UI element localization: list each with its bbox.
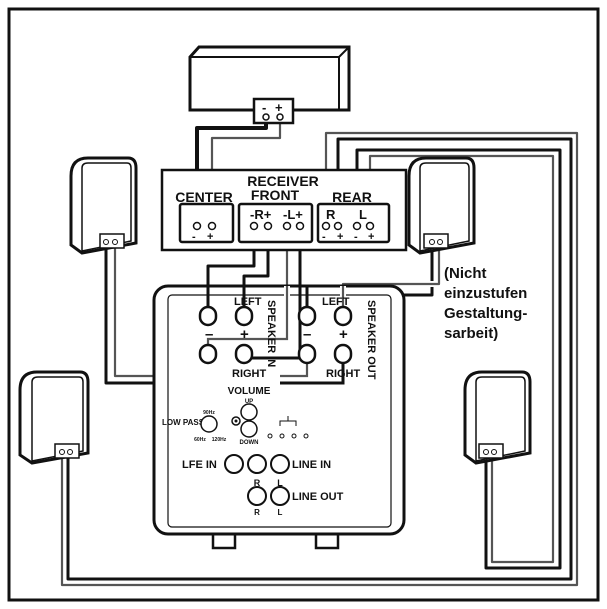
center-speaker-plus: + [275, 100, 283, 115]
line-out-l-jack[interactable] [270, 486, 290, 506]
receiver-front-r: -R+ [250, 207, 272, 222]
note-line1: (Nicht [444, 265, 487, 282]
note-line2: einzustufen [444, 285, 527, 302]
wire-rear-l-plus [368, 154, 555, 564]
volume-label: VOLUME [228, 386, 271, 397]
line-out-r-label: R [254, 508, 260, 517]
wire-rear-r-minus [60, 131, 579, 587]
volume-up-label: UP [245, 399, 253, 405]
receiver-rear-l: L [359, 207, 367, 222]
front-right-speaker [407, 156, 476, 255]
speaker-out-right-plus [333, 343, 353, 365]
speaker-out-left-label: LEFT [322, 296, 350, 308]
rear-right-speaker [463, 370, 532, 465]
speaker-in-right-label: RIGHT [232, 368, 267, 380]
receiver-center-terminal [178, 202, 235, 244]
receiver-rear-terminal [316, 202, 391, 244]
wire-rear-r-plus [66, 137, 573, 581]
note-line3: Gestaltung- [444, 305, 527, 322]
center-speaker [188, 45, 351, 125]
note-line4: sarbeit) [444, 325, 498, 342]
low-pass-60-label: 60Hz [194, 437, 206, 443]
receiver-rear-minus-l: - [354, 231, 358, 243]
receiver-title: RECEIVER [247, 173, 319, 189]
line-in-l-jack[interactable] [270, 454, 290, 474]
speaker-out-left-minus [297, 305, 317, 327]
speaker-out-left-plus [333, 305, 353, 327]
volume-down-knob[interactable] [240, 420, 258, 438]
volume-up-knob[interactable] [240, 403, 258, 421]
speaker-in-right-plus [234, 343, 254, 365]
line-in-label: LINE IN [292, 459, 331, 471]
speaker-in-label: SPEAKER IN [265, 300, 277, 367]
low-pass-90-label: 90Hz [203, 410, 215, 416]
line-in-r-label: R [254, 478, 261, 488]
low-pass-knob[interactable] [200, 415, 218, 433]
receiver-front-label: FRONT [251, 187, 300, 203]
speaker-in-left-label: LEFT [234, 296, 262, 308]
speaker-out-right-minus [297, 343, 317, 365]
speaker-out-plus-label: + [339, 326, 348, 343]
speaker-in-left-minus [198, 305, 218, 327]
volume-down-label: DOWN [240, 440, 259, 446]
line-out-l-label: L [278, 508, 283, 517]
speaker-out-label: SPEAKER OUT [365, 300, 377, 380]
receiver-rear-r: R [326, 207, 336, 222]
line-out-label: LINE OUT [292, 491, 344, 503]
speaker-in-left-plus [234, 305, 254, 327]
speaker-in-plus-label: + [240, 326, 249, 343]
line-in-r-jack[interactable] [247, 454, 267, 474]
lfe-in-jack[interactable] [224, 454, 244, 474]
center-speaker-minus: - [262, 100, 266, 115]
receiver-rear-plus-r: + [337, 231, 343, 243]
receiver-center-plus: + [207, 231, 213, 243]
speaker-out-minus-label: – [303, 326, 311, 343]
low-pass-label: LOW PASS [162, 418, 205, 427]
receiver-rear-plus-l: + [368, 231, 374, 243]
receiver-front-terminal [237, 202, 314, 244]
speaker-terminals [198, 305, 353, 365]
center-speaker-terminal [252, 97, 295, 125]
receiver-center-minus: - [192, 231, 196, 243]
receiver-rear-minus: - [322, 231, 326, 243]
line-in-l-label: L [277, 478, 283, 488]
wire-rear-l-minus [355, 148, 562, 570]
speaker-out-right-label: RIGHT [326, 368, 361, 380]
dip-switch-block [267, 416, 309, 439]
receiver-rear-label: REAR [332, 189, 372, 205]
receiver-center-label: CENTER [175, 189, 233, 205]
rear-left-speaker [18, 370, 90, 465]
receiver-panel [160, 168, 408, 252]
line-out-r-jack[interactable] [247, 486, 267, 506]
front-left-speaker [69, 156, 138, 255]
receiver-front-l: -L+ [283, 207, 303, 222]
speaker-in-right-minus [198, 343, 218, 365]
speaker-in-minus-label: – [205, 326, 213, 343]
lfe-in-label: LFE IN [182, 459, 217, 471]
low-pass-120-label: 120Hz [212, 437, 227, 443]
